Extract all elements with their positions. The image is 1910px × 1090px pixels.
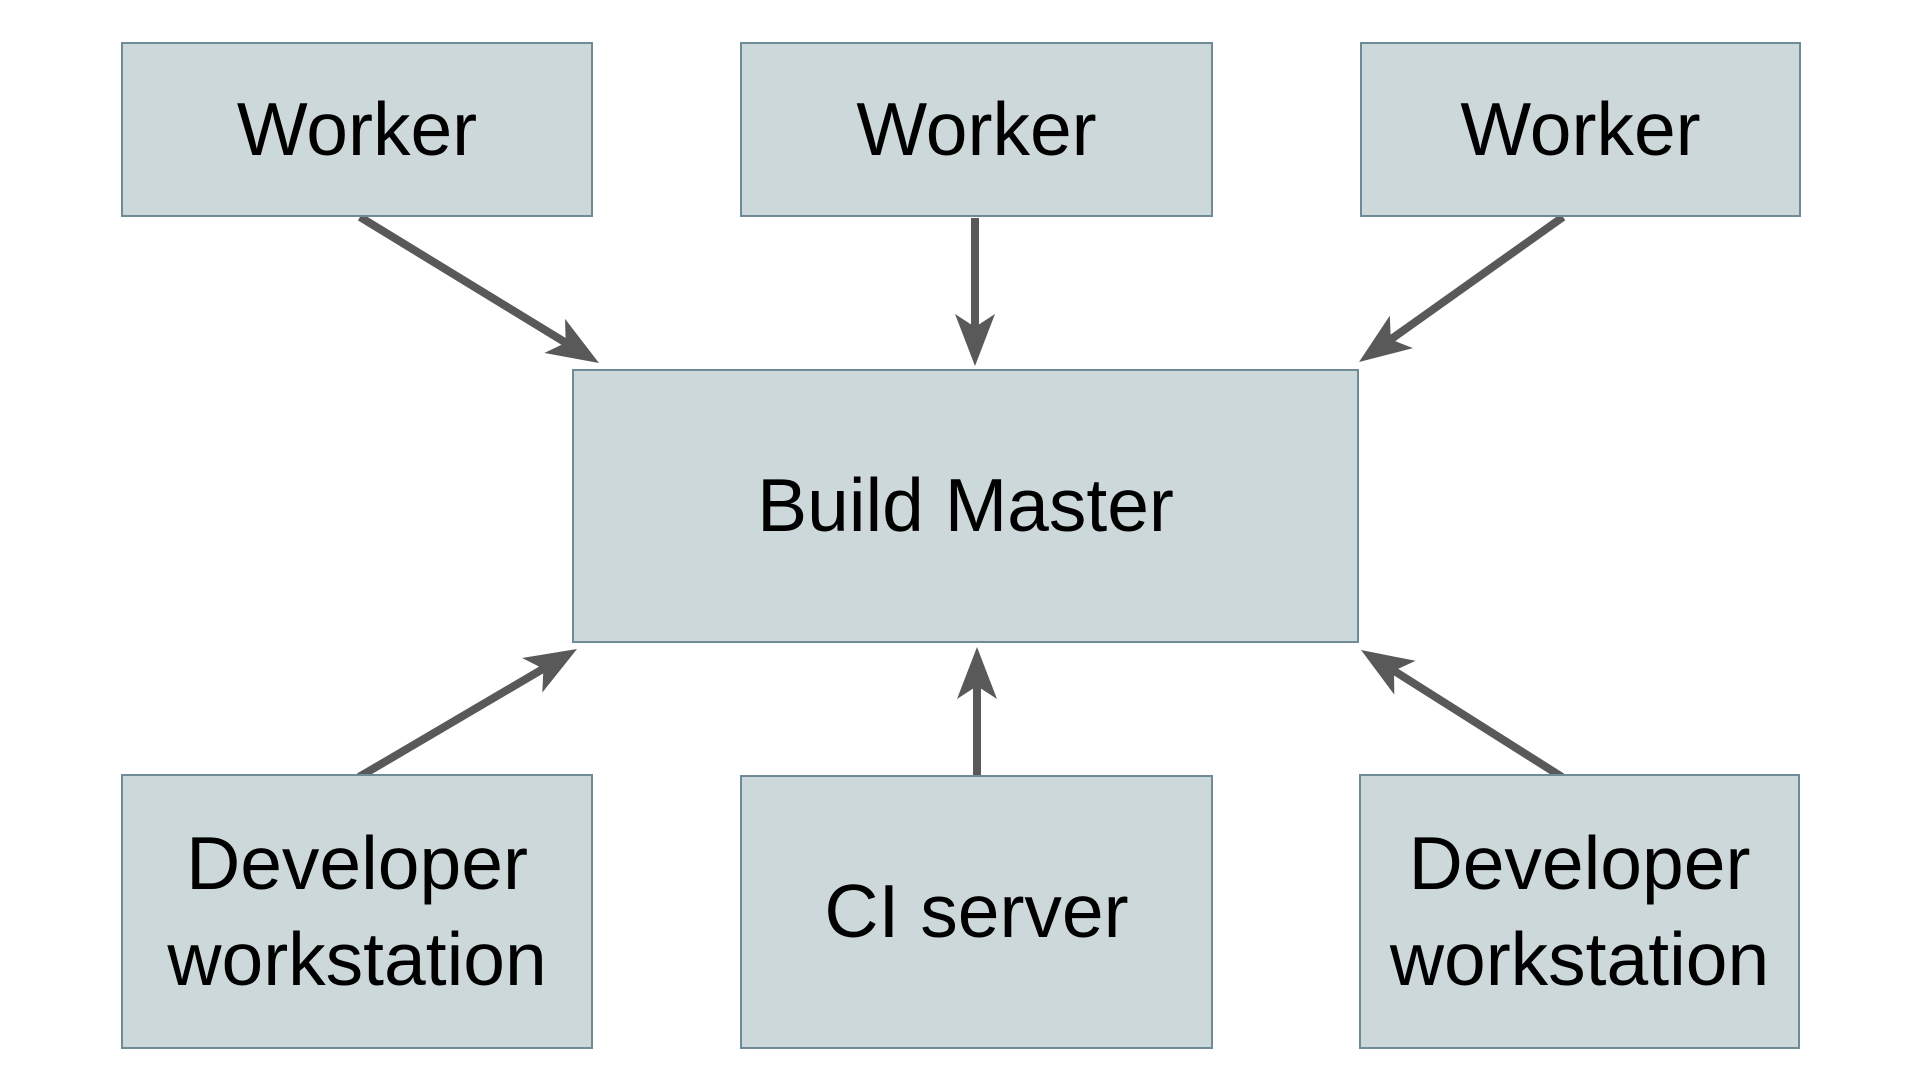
node-developer-workstation-left: Developer workstation [121,774,593,1049]
node-ci-server: CI server [740,775,1213,1049]
node-ci-server-label: CI server [824,869,1129,954]
arrow-worker-3-to-build-master [1359,213,1566,362]
arrow-worker-1-to-build-master [357,213,599,364]
node-worker-1: Worker [121,42,593,217]
arrow-developer-workstation-right-to-build-master [1361,649,1565,781]
node-developer-workstation-left-label: Developer workstation [167,821,547,1001]
arrow-developer-workstation-left-to-build-master [356,648,578,781]
node-worker-1-label: Worker [236,86,478,171]
node-worker-3: Worker [1360,42,1801,217]
node-developer-workstation-right-label: Developer workstation [1389,821,1770,1001]
node-worker-2: Worker [740,42,1213,217]
node-worker-2-label: Worker [856,86,1097,171]
node-worker-3-label: Worker [1460,86,1701,171]
node-build-master-label: Build Master [757,463,1174,548]
node-build-master: Build Master [572,369,1359,643]
node-developer-workstation-right: Developer workstation [1359,774,1800,1049]
